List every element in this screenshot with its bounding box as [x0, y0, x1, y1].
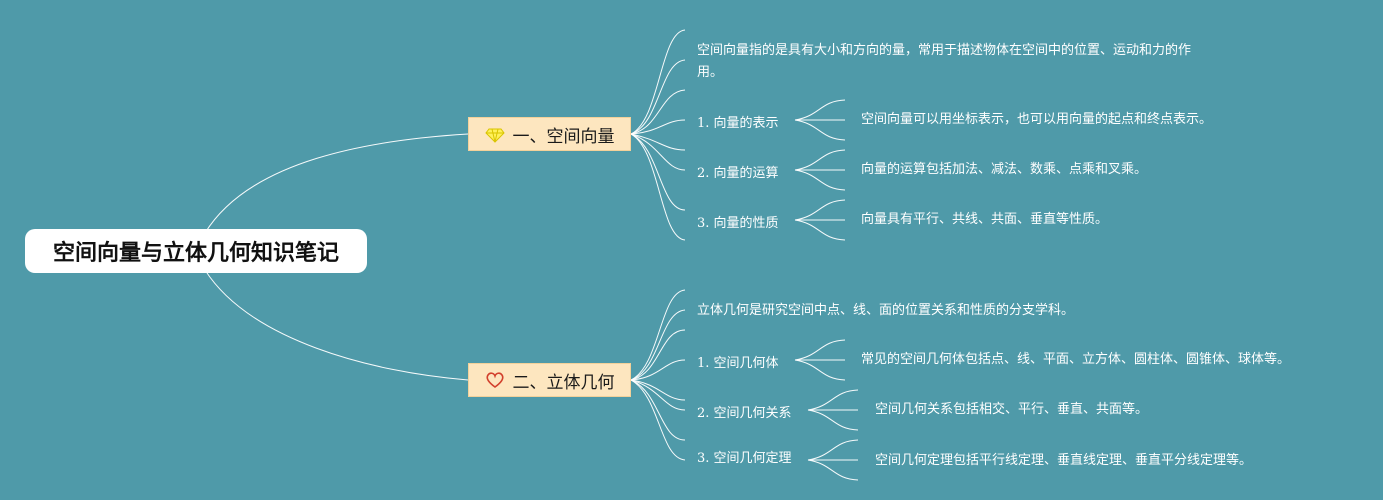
branch-node-vectors[interactable]: 一、空间向量: [468, 117, 631, 151]
topic-label: 1. 空间几何体: [697, 356, 779, 371]
heart-icon: [485, 370, 505, 390]
topic-label: 2. 向量的运算: [697, 166, 779, 181]
topic-detail: 空间几何定理包括平行线定理、垂直线定理、垂直平分线定理等。: [875, 453, 1253, 468]
topic-label: 3. 向量的性质: [697, 216, 779, 231]
topic-label: 1. 向量的表示: [697, 116, 779, 131]
root-title: 空间向量与立体几何知识笔记: [52, 241, 339, 266]
branch-summary: 空间向量指的是具有大小和方向的量，常用于描述物体在空间中的位置、运动和力的作用。: [697, 43, 1192, 80]
topic-detail: 常见的空间几何体包括点、线、平面、立方体、圆柱体、圆锥体、球体等。: [861, 352, 1291, 367]
topic-detail: 空间向量可以用坐标表示，也可以用向量的起点和终点表示。: [861, 112, 1213, 127]
branch-summary: 立体几何是研究空间中点、线、面的位置关系和性质的分支学科。: [697, 303, 1075, 318]
topic-detail: 向量的运算包括加法、减法、数乘、点乘和叉乘。: [861, 162, 1148, 177]
branch-label: 二、立体几何: [512, 372, 615, 393]
branch-label: 一、空间向量: [512, 126, 615, 147]
topic-detail: 空间几何关系包括相交、平行、垂直、共面等。: [875, 402, 1149, 417]
diamond-icon: [484, 124, 505, 144]
topic-label: 2. 空间几何关系: [697, 406, 792, 421]
root-node[interactable]: 空间向量与立体几何知识笔记: [25, 229, 367, 273]
topic-detail: 向量具有平行、共线、共面、垂直等性质。: [861, 212, 1109, 227]
topic-label: 3. 空间几何定理: [697, 451, 792, 466]
branch-node-solid-geometry[interactable]: 二、立体几何: [468, 363, 631, 397]
